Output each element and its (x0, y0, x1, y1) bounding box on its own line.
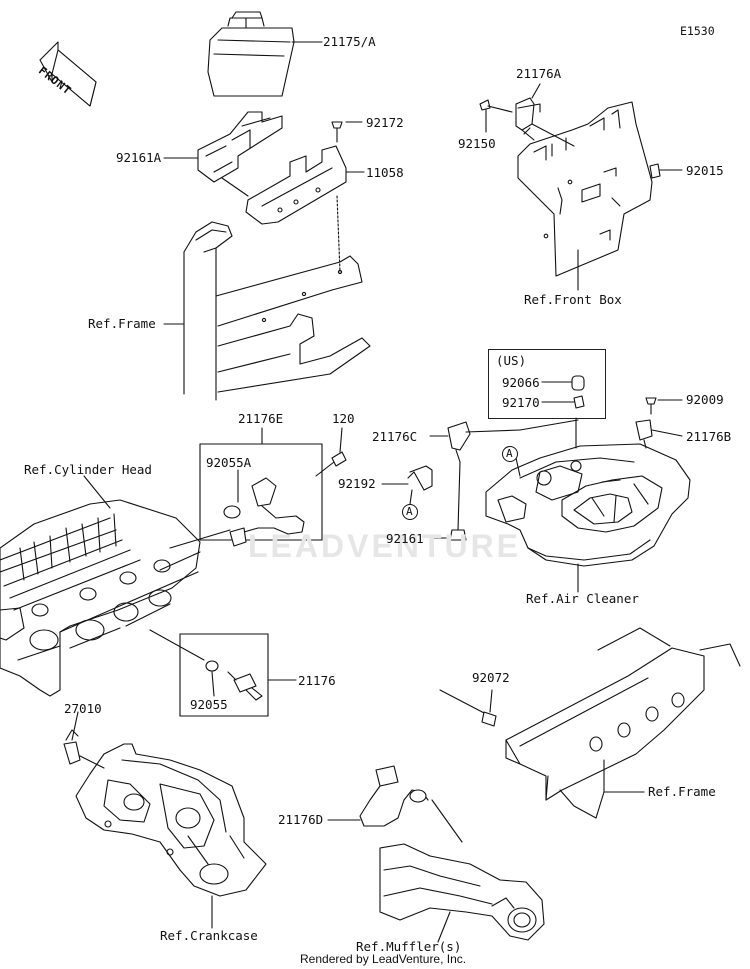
ref-crankcase[interactable]: Ref.Crankcase (160, 928, 258, 943)
front-box-drawing (517, 101, 653, 277)
label-21176a[interactable]: 21176A (516, 66, 562, 81)
frame-bottom-drawing (505, 627, 741, 819)
bracket-92161a-drawing (197, 111, 283, 183)
ref-front-box[interactable]: Ref.Front Box (524, 292, 622, 307)
sensor-21176d-drawing (359, 765, 429, 827)
label-92072[interactable]: 92072 (472, 670, 510, 685)
ref-air-cleaner[interactable]: Ref.Air Cleaner (526, 591, 639, 606)
label-92015[interactable]: 92015 (686, 163, 724, 178)
label-21175a[interactable]: 21175/A (323, 34, 376, 49)
label-92161a[interactable]: 92161A (116, 150, 162, 165)
label-21176c[interactable]: 21176C (372, 429, 418, 444)
ref-frame-bottom[interactable]: Ref.Frame (648, 784, 716, 799)
bracket-11058-drawing (245, 145, 347, 225)
label-92172[interactable]: 92172 (366, 115, 404, 130)
muffler-drawing (379, 843, 545, 941)
ecu-unit-drawing (207, 11, 295, 97)
us-label: (US) (496, 353, 527, 368)
ref-cylinder-head[interactable]: Ref.Cylinder Head (24, 462, 152, 477)
label-120[interactable]: 120 (332, 411, 355, 426)
callout-a-left (402, 504, 418, 520)
label-21176b[interactable]: 21176B (686, 429, 732, 444)
label-21176e[interactable]: 21176E (238, 411, 284, 426)
air-cleaner-drawing (485, 443, 691, 567)
credit-text: Rendered by LeadVenture, Inc. (300, 952, 467, 966)
ref-frame-top[interactable]: Ref.Frame (88, 316, 156, 331)
sensor-21176c-drawing (447, 421, 471, 463)
crankcase-drawing (75, 743, 267, 897)
sensor-21176e-drawing (223, 477, 305, 547)
frame-top-drawing (183, 221, 371, 401)
label-21176d[interactable]: 21176D (278, 812, 324, 827)
callout-a-right-text: A (506, 447, 513, 460)
label-11058[interactable]: 11058 (366, 165, 404, 180)
us-group-box (488, 349, 606, 419)
label-92009[interactable]: 92009 (686, 392, 724, 407)
label-21176[interactable]: 21176 (298, 673, 336, 688)
front-arrow-icon (39, 41, 97, 107)
sensor-21176-drawing (227, 671, 263, 701)
sensor-21176a-drawing (515, 97, 541, 141)
switch-27010-drawing (63, 729, 81, 765)
ref-muffler[interactable]: Ref.Muffler(s) (356, 939, 462, 954)
label-92055[interactable]: 92055 (190, 697, 228, 712)
callout-a-left-text: A (406, 505, 413, 518)
label-92170[interactable]: 92170 (502, 395, 540, 410)
label-92066[interactable]: 92066 (502, 375, 540, 390)
label-92150[interactable]: 92150 (458, 136, 496, 151)
callout-a-right (502, 446, 518, 462)
cylinder-head-drawing (0, 499, 201, 697)
diagram-code: E1530 (680, 24, 715, 38)
label-92192[interactable]: 92192 (338, 476, 376, 491)
watermark-text: LEADVENTURE (248, 528, 522, 564)
label-27010[interactable]: 27010 (64, 701, 102, 716)
label-92161[interactable]: 92161 (386, 531, 424, 546)
label-92055a[interactable]: 92055A (206, 455, 252, 470)
